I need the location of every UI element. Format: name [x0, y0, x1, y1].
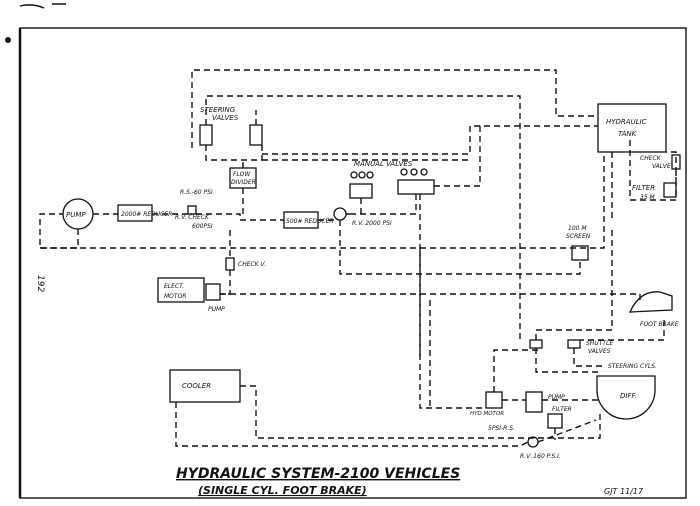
- corner-scribble: [19, 3, 66, 9]
- filter-right: [663, 182, 677, 198]
- flow-divider-label-2: DIVIDER: [231, 179, 256, 186]
- manual-valve-handles: [350, 168, 428, 179]
- foot-brake-label: FOOT BRAKE: [640, 321, 679, 328]
- reducer-label: 2000# REDUCER: [121, 211, 172, 218]
- cooler-label: COOLER: [182, 382, 211, 390]
- filter-size-label: 35 M: [640, 194, 656, 201]
- rv-check-label: R.V. CHECK: [175, 214, 210, 221]
- reducer-block: [117, 204, 153, 222]
- check-v-label: CHECK V.: [238, 261, 266, 268]
- motor-pump-label: PUMP: [208, 306, 225, 313]
- steering-valves-label-2: VALVES: [212, 114, 239, 122]
- manual-valve-1: [349, 183, 373, 199]
- hydraulic-tank: [597, 103, 667, 153]
- screen-label: 100 M: [568, 225, 587, 232]
- flow-divider-label: FLOW: [233, 171, 251, 178]
- psi-rs-label: 5PSI-R.S.: [488, 425, 515, 432]
- shuttle-label-2: VALVES: [588, 348, 611, 355]
- diagram-title: HYDRAULIC SYSTEM-2100 VEHICLES: [176, 466, 460, 482]
- relief-valve-circle: [333, 207, 347, 221]
- psi-label: 600PSI: [192, 223, 213, 230]
- motor-label: MOTOR: [164, 293, 186, 300]
- elect-label: ELECT.: [164, 283, 184, 290]
- tank-label: HYDRAULIC: [606, 118, 647, 126]
- hyd-motor: [485, 391, 503, 409]
- margin-mark: [5, 37, 11, 43]
- diagram-subtitle: (SINGLE CYL. FOOT BRAKE): [198, 484, 367, 497]
- tank-label-2: TANK: [618, 130, 638, 138]
- reducer-500-label: 500# REDUCER: [286, 218, 334, 225]
- manual-valve-2: [397, 179, 435, 195]
- rv-160-label: R.V. 160 P.S.I.: [520, 453, 561, 460]
- manual-valves-label: MANUAL VALVES: [354, 160, 413, 168]
- foot-brake: [628, 291, 673, 313]
- check-valve-label: CHECK: [640, 155, 662, 162]
- check-valve-mid: [225, 257, 235, 271]
- signature: GJT 11/17: [604, 487, 644, 496]
- hydraulic-lines: [39, 69, 677, 447]
- shuttle-valve-2: [567, 339, 581, 349]
- motor-pump: [205, 283, 221, 301]
- bottom-filter: [547, 413, 563, 429]
- screen-label-2: SCREEN: [566, 233, 591, 240]
- page-number: 192: [35, 275, 45, 292]
- bottom-pump: [525, 391, 543, 413]
- diff-label: DIFF.: [620, 392, 637, 400]
- shuttle-label: SHUTTLE: [586, 340, 613, 347]
- differential: [596, 375, 656, 420]
- rv-2000-label: R.V. 2000 PSI: [352, 220, 392, 227]
- steering-valves-label: STEERING: [200, 106, 236, 114]
- steering-cyls-label: STEERING CYLS.: [608, 363, 657, 370]
- check-valve-small: [187, 205, 197, 215]
- pump-label: PUMP: [66, 211, 86, 219]
- filter-label: FILTER: [632, 184, 655, 192]
- electric-motor: [157, 277, 205, 303]
- bottom-pump-label: PUMP: [548, 394, 565, 401]
- check-valve-label-2: VALVE: [652, 163, 671, 170]
- bottom-filter-label: FILTER: [552, 406, 572, 413]
- cooler: [169, 369, 241, 403]
- steering-valve-right: [249, 124, 263, 146]
- shuttle-valve-1: [529, 339, 543, 349]
- rv-label: R.S.-60 PSI: [180, 189, 213, 196]
- steering-valve-left: [199, 124, 213, 146]
- screen: [571, 245, 589, 261]
- drawing-border: [19, 27, 687, 499]
- hyd-motor-label: HYD MOTOR: [470, 411, 504, 417]
